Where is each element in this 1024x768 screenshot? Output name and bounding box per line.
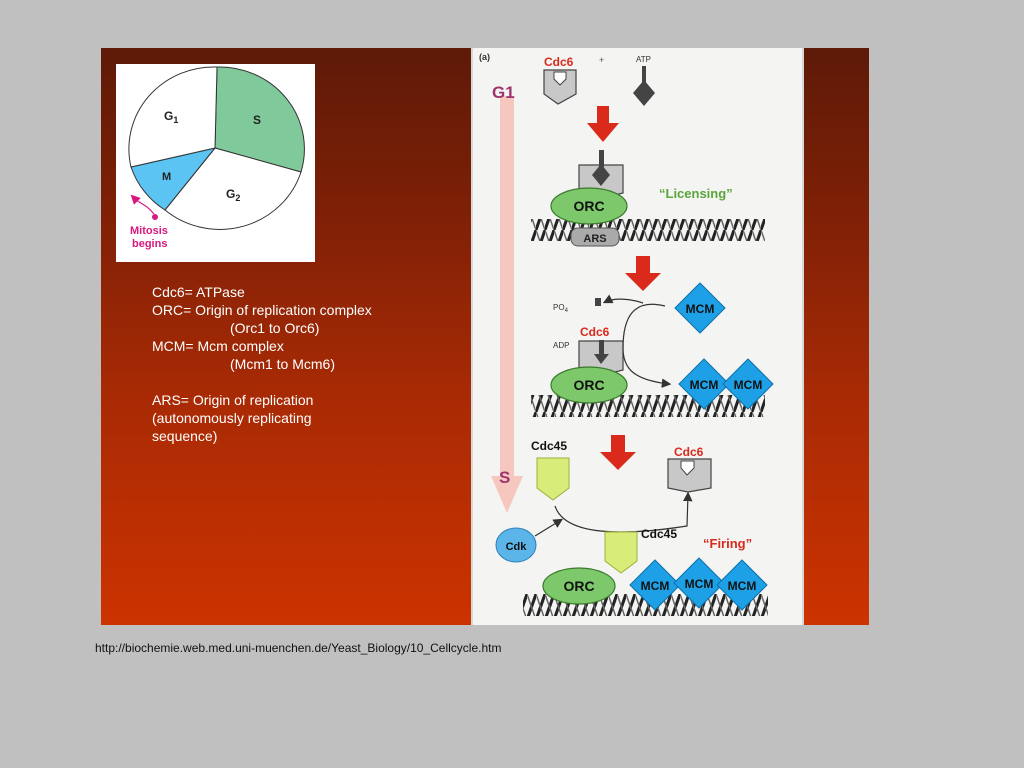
phase-label-s: S (499, 468, 510, 487)
plus-sign: + (599, 55, 604, 65)
cdc45-label-bound: Cdc45 (641, 527, 677, 541)
orc-label-2: ORC (573, 377, 604, 393)
adp-stem (599, 340, 604, 356)
mcm-free (674, 282, 726, 334)
mcm-label-firing-2: MCM (685, 577, 714, 591)
cdc45-shape-top (536, 457, 570, 501)
red-arrow-2 (625, 256, 661, 291)
timeline-arrowhead (491, 476, 523, 513)
mcm-label-firing-1: MCM (641, 579, 670, 593)
pie-slice-s (214, 66, 305, 173)
mcm-label-loaded-1: MCM (690, 378, 719, 392)
cell-cycle-pie: G1 S M G2 Mitosis begins (128, 66, 305, 250)
mcm-firing-1 (629, 559, 681, 611)
definition-ars-detail-2: sequence) (152, 428, 218, 444)
cdc6-shape-top (543, 69, 577, 105)
red-arrow-3 (600, 435, 636, 470)
svg-text:G1: G1 (164, 109, 178, 125)
mcm-loaded-2 (722, 358, 774, 410)
cdc45-label-top: Cdc45 (531, 439, 567, 453)
orc-label-3: ORC (563, 578, 594, 594)
cdc6-pocket-released (680, 460, 695, 476)
phosphate-icon (595, 298, 601, 306)
mcm-loading-arrow (622, 303, 672, 388)
cell-cycle-pie-panel: G1 S M G2 Mitosis begins (116, 64, 315, 262)
mitosis-dot (152, 214, 158, 220)
pie-label-g2: G (226, 187, 235, 201)
cdc45-shape-bound (604, 531, 638, 574)
cdk-ellipse (495, 527, 537, 563)
mcm-firing-2 (673, 557, 725, 609)
phase-label-g1: G1 (492, 83, 515, 102)
mcm-loaded-1 (678, 358, 730, 410)
cdk-arrow (534, 518, 564, 537)
definition-cdc6: Cdc6= ATPase (152, 284, 245, 300)
mcm-label-loaded-2: MCM (734, 378, 763, 392)
po4-sub: 4 (565, 308, 569, 314)
definition-orc-detail: (Orc1 to Orc6) (230, 320, 320, 336)
atp-icon-bound (592, 164, 610, 186)
definition-orc: ORC= Origin of replication complex (152, 302, 372, 318)
mitosis-arrow (130, 194, 155, 215)
cdc6-label-top: Cdc6 (544, 55, 574, 69)
adp-label: ADP (553, 341, 569, 350)
panel-label: (a) (479, 52, 490, 62)
phosphate-release-arrow (602, 294, 644, 304)
ars-label: ARS (583, 233, 606, 245)
red-arrow-1 (587, 106, 619, 142)
mitosis-label-line1: Mitosis (130, 225, 168, 237)
source-url-caption: http://biochemie.web.med.uni-muenchen.de… (95, 641, 502, 655)
firing-label: “Firing” (703, 536, 752, 551)
atp-stem (642, 66, 646, 84)
dna-helix-1 (531, 219, 765, 241)
atp-label: ATP (636, 55, 651, 64)
pie-slice-g1 (128, 66, 218, 168)
pie-label-g1-sub: 1 (173, 115, 178, 125)
atp-stem-bound (599, 150, 604, 170)
definition-ars-detail-1: (autonomously replicating (152, 410, 312, 426)
cdc6-pocket-top (553, 71, 567, 86)
pie-label-s: S (253, 113, 261, 127)
cdc6-release-arrow (554, 491, 693, 533)
pie-label-g1: G (164, 109, 173, 123)
cdc6-label-released: Cdc6 (674, 445, 704, 459)
po4-label: PO (553, 303, 565, 312)
adp-icon (594, 354, 609, 364)
orc-ellipse-3 (542, 567, 616, 605)
mcm-firing-3 (716, 559, 768, 611)
licensing-label: “Licensing” (659, 186, 733, 201)
replication-diagram-panel: (a) G1 S Cdc6 + ATP ARS ORC “Licensing” … (471, 48, 804, 625)
pie-label-g2-sub: 2 (235, 193, 240, 203)
atp-icon (633, 80, 655, 106)
orc-ellipse-2 (550, 366, 628, 404)
replication-diagram: (a) G1 S Cdc6 + ATP ARS ORC “Licensing” … (479, 52, 774, 616)
svg-text:G2: G2 (226, 187, 240, 203)
cdc6-label-mid: Cdc6 (580, 325, 610, 339)
timeline-bar (500, 96, 514, 476)
svg-text:PO4: PO4 (553, 303, 569, 314)
mitosis-label-line2: begins (132, 238, 167, 250)
definition-ars: ARS= Origin of replication (152, 392, 314, 408)
orc-ellipse-1 (550, 187, 628, 225)
definition-mcm: MCM= Mcm complex (152, 338, 284, 354)
mcm-label-free: MCM (686, 302, 715, 316)
orc-label-1: ORC (573, 198, 604, 214)
definitions-block: Cdc6= ATPase ORC= Origin of replication … (152, 283, 452, 445)
definition-mcm-detail: (Mcm1 to Mcm6) (230, 356, 335, 372)
ars-box (570, 227, 620, 247)
cdc6-shape-released (667, 458, 712, 493)
pie-label-m: M (162, 171, 171, 183)
mcm-label-firing-3: MCM (728, 579, 757, 593)
cdk-label: Cdk (506, 541, 528, 553)
